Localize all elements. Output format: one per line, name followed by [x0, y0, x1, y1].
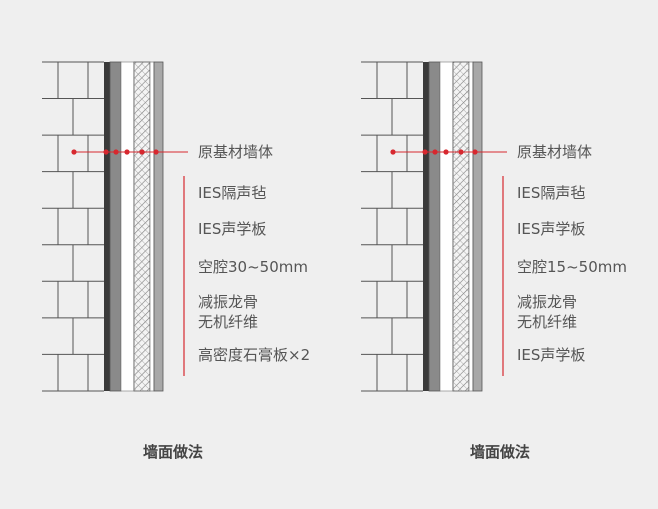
- diagram-2-label-felt: IES隔声毡: [517, 184, 586, 202]
- diagram-1-felt-layer: [104, 62, 110, 391]
- diagram-1-caption: 墙面做法: [143, 443, 204, 461]
- diagram-1-leader-dot: [153, 149, 159, 155]
- diagram-2-label-base-wall: 原基材墙体: [517, 143, 593, 161]
- diagram-2-fiber-crosshatch: [453, 62, 469, 391]
- diagram-2-leader-dot: [432, 149, 438, 155]
- diagram-2-leader-dot: [443, 149, 449, 155]
- diagram-2-cavity-layer: [439, 61, 454, 392]
- diagram-1-leader-dot: [71, 149, 77, 155]
- diagram-2-felt-layer: [423, 62, 429, 391]
- diagram-1-leader-dot: [139, 149, 145, 155]
- diagram-2-keel-layer: [468, 61, 474, 392]
- diagram-1-label-keel-fiber: 减振龙骨 无机纤维: [198, 293, 259, 331]
- diagram-2-label-acoustic-board: IES声学板: [517, 220, 586, 238]
- diagram-1-label-gypsum: 高密度石膏板×2: [198, 346, 311, 364]
- diagram-2-leader-dot: [390, 149, 396, 155]
- diagram-1-gypsum-layer: [153, 61, 164, 392]
- diagram-1-leader-dot: [124, 149, 130, 155]
- diagram-1-label-acoustic-board: IES声学板: [198, 220, 267, 238]
- diagram-2-gypsum-layer: [472, 61, 483, 392]
- diagram-1-label-base-wall: 原基材墙体: [198, 143, 274, 161]
- diagram-2-caption: 墙面做法: [470, 443, 531, 461]
- diagram-1-cavity-layer: [120, 61, 135, 392]
- diagram-2-label-acoustic-board-2: IES声学板: [517, 346, 586, 364]
- diagram-1-label-felt: IES隔声毡: [198, 184, 267, 202]
- diagram-2-label-keel-fiber: 减振龙骨 无机纤维: [517, 293, 578, 331]
- diagram-2-leader-dot: [458, 149, 464, 155]
- diagram-2-acoustic-board-layer: [428, 61, 441, 392]
- diagram-2-leader-dot: [422, 149, 428, 155]
- diagram-2-label-cavity: 空腔15~50mm: [517, 258, 627, 276]
- diagram-1-fiber-crosshatch: [134, 62, 150, 391]
- diagram-1-label-cavity: 空腔30~50mm: [198, 258, 308, 276]
- diagram-1-keel-layer: [149, 61, 155, 392]
- diagram-1-leader-dot: [103, 149, 109, 155]
- diagram-2-leader-dot: [472, 149, 478, 155]
- diagram-1-leader-dot: [113, 149, 119, 155]
- diagram-1-acoustic-board-layer: [109, 61, 122, 392]
